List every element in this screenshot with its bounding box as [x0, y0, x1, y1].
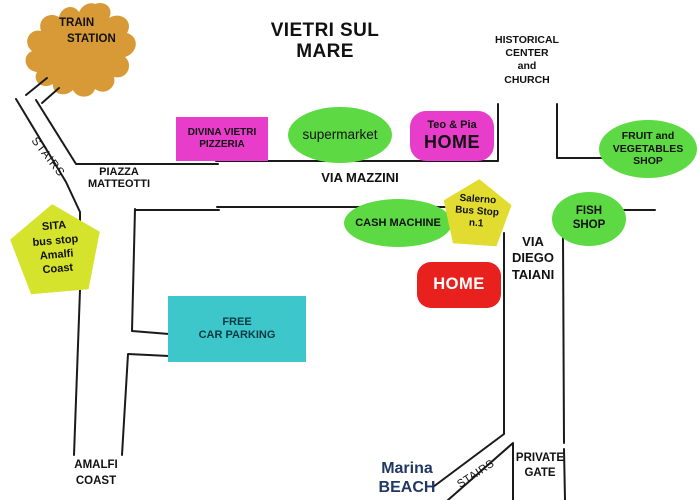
- salerno-line3: n.1: [468, 217, 484, 230]
- teopia-line2: HOME: [424, 131, 480, 152]
- sita-line4: Coast: [42, 261, 74, 277]
- home-label: HOME: [433, 275, 485, 294]
- taiani-line1: VIA: [522, 234, 544, 249]
- private-gate-label: PRIVATE GATE: [511, 451, 569, 481]
- marina-line2: BEACH: [378, 479, 436, 497]
- amalfi-line2: COAST: [75, 474, 117, 487]
- fruit-line1: FRUIT and: [621, 130, 675, 143]
- train-station-shape: [25, 3, 136, 97]
- road-taiani-right-upper: [562, 235, 565, 444]
- train-station-line2: STATION: [67, 32, 116, 45]
- road-parking-street-lower-amalfi-right: [121, 353, 170, 456]
- fruit-vegetables-shop-marker: FRUIT and VEGETABLES SHOP: [599, 120, 697, 178]
- train-station-line1: TRAIN: [59, 17, 95, 29]
- parking-line1: FREE: [222, 316, 252, 329]
- piazza-line1: PIAZZA: [99, 166, 139, 178]
- teo-pia-home-marker: Teo & Pia HOME: [410, 111, 494, 161]
- marina-line1: Marina: [381, 460, 433, 477]
- historical-center-label: HISTORICAL CENTER and CHURCH: [485, 34, 569, 87]
- cash-machine-label: CASH MACHINE: [355, 216, 441, 229]
- road-stairs-lower-amalfi-left: [15, 98, 81, 456]
- road-train-exit-lower: [41, 87, 60, 104]
- road-parking-street-upper: [131, 208, 170, 335]
- historical-line2: CENTER: [505, 47, 549, 60]
- road-stairs-diagonal2-private-left: [447, 442, 514, 500]
- via-mazzini-label: VIA MAZZINI: [321, 170, 399, 185]
- historical-line4: CHURCH: [504, 73, 550, 86]
- parking-line2: CAR PARKING: [198, 329, 276, 341]
- teopia-line1: Teo & Pia: [427, 118, 477, 131]
- private-gate-line2: GATE: [524, 466, 556, 479]
- pizzeria-line1: DIVINA VIETRI: [187, 127, 257, 139]
- taiani-line3: TAIANI: [511, 266, 555, 282]
- fish-line1: FISH: [575, 205, 603, 218]
- road-taiani-left-stairs-diagonal: [432, 232, 505, 488]
- fish-shop-marker: FISH SHOP: [552, 192, 626, 246]
- road-historical-right: [556, 103, 604, 159]
- marina-beach-label: Marina BEACH: [368, 459, 446, 497]
- via-diego-taiani-label: VIA DIEGO TAIANI: [503, 234, 563, 283]
- private-gate-line1: PRIVATE: [515, 452, 565, 464]
- map-title: VIETRI SUL MARE: [270, 20, 380, 63]
- amalfi-coast-label: AMALFI COAST: [58, 458, 134, 489]
- amalfi-line1: AMALFI: [74, 459, 118, 471]
- home-marker: HOME: [417, 262, 501, 308]
- historical-line3: and: [517, 60, 537, 73]
- train-station-label: TRAIN STATION: [50, 16, 130, 47]
- road-via-mazzini-north-east-historical-left: [215, 103, 499, 162]
- cash-machine-marker: CASH MACHINE: [344, 199, 452, 247]
- pizzeria-marker: DIVINA VIETRI PIZZERIA: [176, 117, 268, 161]
- piazza-matteotti-label: PIAZZA MATTEOTTI: [82, 166, 156, 191]
- road-taiani-right-lower: [563, 448, 566, 500]
- pizzeria-line2: PIZZERIA: [199, 139, 245, 150]
- piazza-line2: MATTEOTTI: [87, 178, 151, 191]
- road-train-exit-upper: [25, 77, 48, 96]
- road-stairs-upper-via-mazzini-north-west: [35, 99, 219, 165]
- historical-line1: HISTORICAL: [495, 34, 559, 46]
- supermarket-marker: supermarket: [288, 107, 392, 163]
- fruit-line2: VEGETABLES: [612, 142, 684, 155]
- free-car-parking-marker: FREE CAR PARKING: [168, 296, 306, 362]
- taiani-line2: DIEGO: [512, 250, 554, 266]
- fish-line2: SHOP: [572, 219, 606, 231]
- supermarket-label: supermarket: [302, 127, 378, 143]
- fruit-line3: SHOP: [633, 155, 663, 168]
